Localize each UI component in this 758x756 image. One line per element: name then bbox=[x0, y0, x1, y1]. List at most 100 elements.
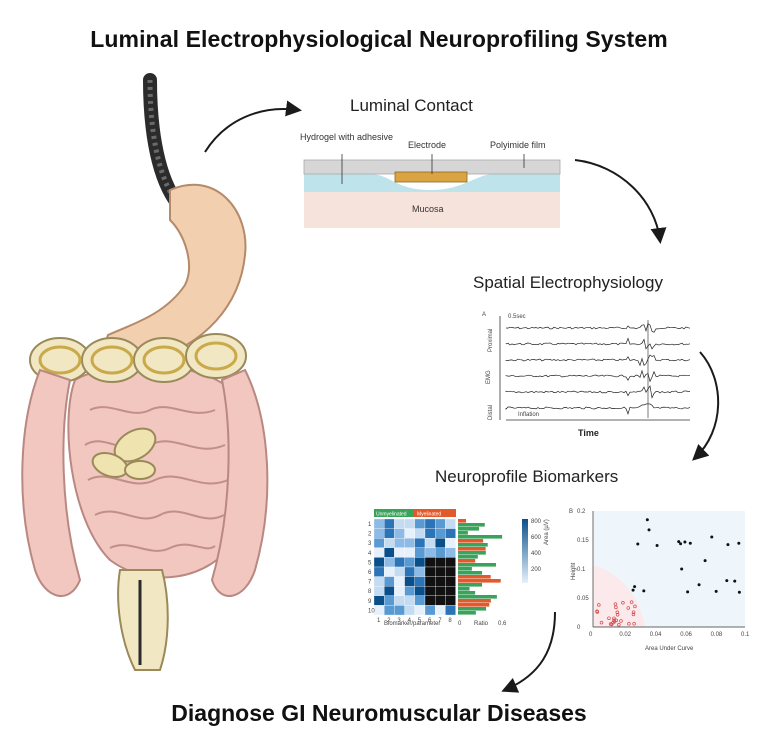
ratio-bar bbox=[458, 531, 468, 535]
heatmap-cell bbox=[404, 557, 415, 568]
scatter-point-red bbox=[633, 604, 637, 609]
colorbar bbox=[522, 519, 528, 583]
heatmap-cell bbox=[384, 528, 395, 539]
scatter-point-black bbox=[714, 589, 718, 593]
scatter-ytick: 0.2 bbox=[577, 509, 586, 515]
colorbar-tick-2: 400 bbox=[531, 551, 542, 557]
heatmap-row-tick: 2 bbox=[368, 532, 372, 538]
ratio-bar bbox=[458, 543, 488, 547]
colorbar-tick-0: 800 bbox=[531, 519, 542, 525]
heatmap-cell bbox=[435, 547, 446, 558]
heatmap-col-tick: 7 bbox=[438, 618, 442, 624]
heatmap-row-tick: 9 bbox=[368, 599, 372, 605]
emg-traces: A Proximal EMG Distal 0.5sec Inflation T… bbox=[482, 312, 691, 438]
label-electrode: Electrode bbox=[408, 140, 446, 150]
emg-event: Inflation bbox=[518, 412, 539, 418]
heatmap-cell bbox=[373, 538, 385, 548]
heatmap-row-tick: 1 bbox=[368, 522, 372, 528]
arrow-to-biomarkers bbox=[692, 351, 720, 461]
scatter-point-black bbox=[697, 583, 701, 587]
figure-title: Luminal Electrophysiological Neuroprofil… bbox=[90, 26, 668, 52]
heatmap-group-a: Unmyelinated bbox=[376, 512, 407, 518]
ratio-bar bbox=[458, 567, 472, 571]
heatmap-cell bbox=[445, 576, 456, 587]
heatmap-xlabel: Biomarker/parameter bbox=[384, 621, 440, 627]
scatter-point-black bbox=[703, 559, 707, 563]
ratio-xlabel: Ratio bbox=[474, 621, 489, 627]
heatmap-cell bbox=[384, 518, 395, 529]
heatmap-row-tick: 4 bbox=[368, 551, 372, 557]
ratio-bar bbox=[458, 591, 476, 595]
scatter-point-red bbox=[626, 606, 631, 610]
heatmap-cell bbox=[394, 595, 405, 606]
heatmap-cell bbox=[394, 605, 405, 616]
scatter-point-black bbox=[636, 542, 640, 546]
heatmap-cell bbox=[424, 528, 436, 539]
heatmap-cell bbox=[394, 566, 405, 577]
arrow-to-diagnosis bbox=[501, 611, 556, 693]
heatmap-cell bbox=[373, 595, 385, 606]
heatmap-cell bbox=[435, 528, 446, 539]
heatmap-cell bbox=[414, 595, 426, 606]
scatter-point-black bbox=[737, 590, 741, 594]
emg-top-label: Proximal bbox=[488, 329, 494, 352]
scatter-point-red bbox=[632, 622, 636, 626]
emg-trace-row bbox=[505, 337, 691, 350]
scatter-point-black bbox=[688, 541, 692, 545]
scatter-point-black bbox=[726, 543, 730, 547]
ratio-bar bbox=[458, 599, 491, 603]
ratio-bar bbox=[458, 611, 476, 615]
heatmap-cell bbox=[394, 586, 405, 596]
scatter-point-red bbox=[617, 623, 621, 627]
heatmap-cell bbox=[435, 605, 446, 616]
heatmap-cell bbox=[445, 538, 456, 548]
heatmap-cell bbox=[435, 586, 446, 596]
emg-ylabel: EMG bbox=[486, 370, 492, 384]
scatter-ylabel: Height bbox=[571, 562, 577, 580]
scatter-panel-label: B bbox=[569, 509, 573, 515]
heatmap-cell bbox=[404, 547, 415, 558]
scatter-xlabel: Area Under Curve bbox=[645, 646, 694, 652]
heatmap-col-tick: 4 bbox=[408, 618, 412, 624]
heatmap-row-tick: 6 bbox=[368, 570, 372, 576]
heatmap-col-tick: 8 bbox=[448, 618, 452, 624]
scatter-point-red bbox=[612, 616, 616, 621]
stage-title-contact: Luminal Contact bbox=[350, 96, 473, 115]
scatter-point-red bbox=[595, 610, 600, 614]
heatmap-cell bbox=[424, 547, 436, 558]
heatmap-cell bbox=[394, 538, 405, 548]
emg-trace-row bbox=[505, 354, 691, 367]
heatmap-cell bbox=[445, 557, 456, 568]
scatter-point-red bbox=[619, 619, 623, 623]
heatmap-col-tick: 6 bbox=[428, 618, 432, 624]
heatmap-cell bbox=[394, 518, 405, 529]
heatmap-group-b: Myelinated bbox=[417, 512, 441, 518]
heatmap-group-b-bar bbox=[414, 509, 456, 517]
heatmap-cell bbox=[373, 566, 385, 577]
scatter-point-red bbox=[627, 622, 631, 626]
heatmap-cell bbox=[445, 566, 456, 577]
heatmap-cell bbox=[424, 518, 436, 529]
heatmap-cell bbox=[445, 586, 456, 596]
ratio-bar bbox=[458, 527, 480, 531]
heatmap-cell bbox=[394, 547, 405, 558]
heatmap-cell bbox=[435, 557, 446, 568]
heatmap-cell bbox=[404, 566, 415, 577]
heatmap-cell bbox=[414, 538, 426, 548]
heatmap-cell bbox=[384, 605, 395, 616]
heatmap-cell bbox=[384, 576, 395, 587]
ratio-bar bbox=[458, 539, 484, 543]
scatter-point-red bbox=[621, 601, 625, 605]
heatmap-cell bbox=[414, 547, 426, 558]
colorbar-tick-1: 600 bbox=[531, 535, 542, 541]
heatmap-cell bbox=[373, 518, 385, 529]
ratio-bar bbox=[458, 551, 486, 555]
scatter-point-red bbox=[615, 613, 620, 617]
heatmap-cell bbox=[404, 595, 415, 606]
ratio-bar bbox=[458, 583, 483, 587]
ratio-bar bbox=[458, 579, 501, 583]
heatmap-group-a-bar bbox=[374, 509, 414, 517]
scatter-point-red bbox=[631, 612, 636, 617]
